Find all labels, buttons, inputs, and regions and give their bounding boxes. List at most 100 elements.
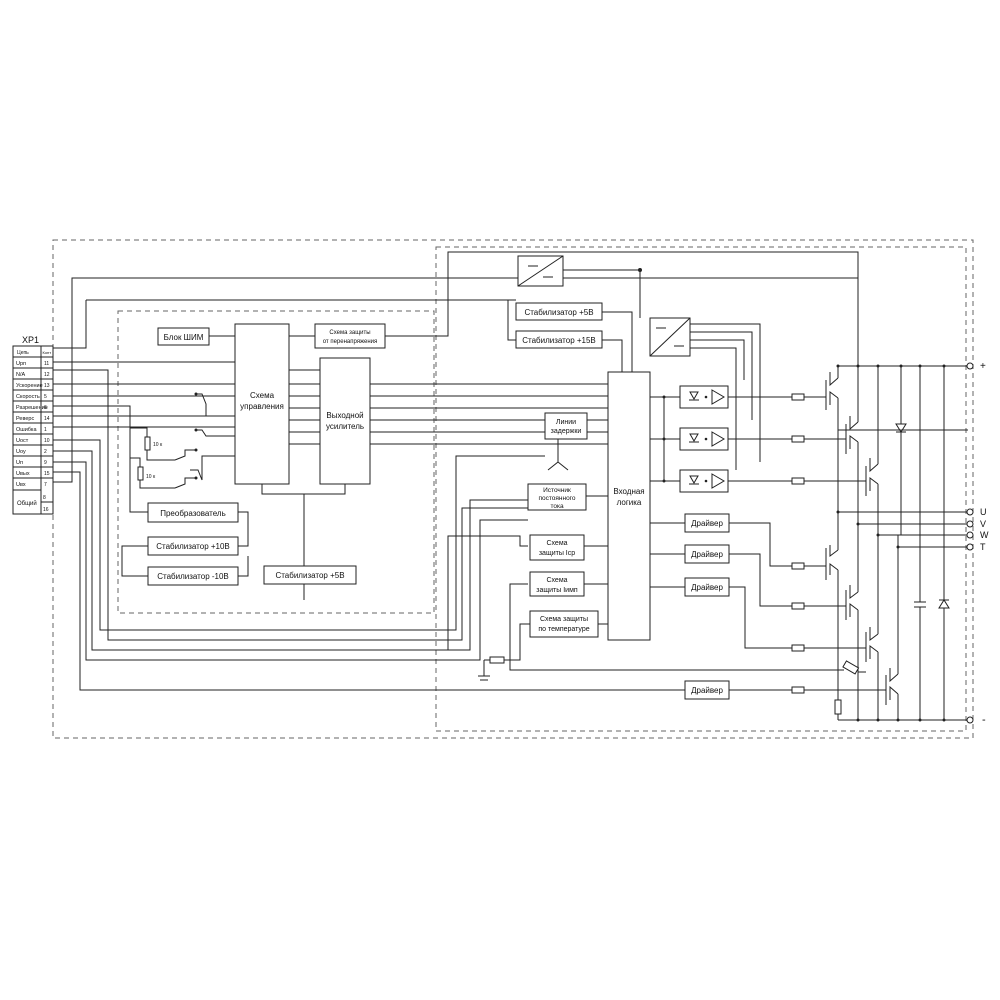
terminal-u	[966, 508, 974, 516]
stabilizer-5v-left-block	[263, 565, 357, 585]
delay-label-2: задержки	[551, 428, 582, 435]
connector-pin-signal: Uоу	[16, 449, 26, 455]
terminal-minus	[966, 716, 974, 724]
prot-imp-label-1: Схема	[546, 577, 567, 584]
output-terminals: + U V W T -	[966, 361, 989, 726]
stabilizer-5v-left-label: Стабилизатор +5В	[275, 571, 344, 580]
prot-avg-label-2: защиты Iср	[539, 550, 575, 557]
power-board-enclosure	[435, 246, 967, 732]
connector-pin-number: 7	[44, 482, 47, 488]
current-source-label-1: Источник	[543, 487, 571, 494]
control-circuit-block	[234, 323, 290, 485]
amplifier-label-1: Выходной	[326, 411, 363, 420]
stabilizer-plus10-label: Стабилизатор +10В	[156, 542, 230, 551]
outer-enclosure	[52, 239, 974, 739]
stabilizer-5v-right-label: Стабилизатор +5В	[524, 308, 593, 317]
delay-label-1: Линии	[556, 419, 576, 426]
amp-to-power-board-wires	[370, 383, 608, 445]
prot-temp-label-2: по температуре	[538, 626, 589, 633]
connector-common-label: Общий	[17, 500, 37, 507]
connector-common-pin-2: 16	[43, 507, 49, 513]
connector-pin-signal: Разрешение	[16, 405, 48, 411]
driver-label-3: Драйвер	[691, 583, 723, 592]
connector-pin-signal: Ошибка	[16, 427, 37, 433]
terminal-v	[966, 520, 974, 528]
stabilizer-minus10-label: Стабилизатор -10В	[157, 572, 229, 581]
terminal-plus-label: +	[980, 361, 986, 372]
input-logic-label-2: логика	[617, 498, 642, 507]
current-source-block	[527, 483, 587, 511]
terminal-t	[966, 543, 974, 551]
connector-pin-number: 11	[44, 361, 49, 367]
resistor-10k-1	[144, 436, 151, 451]
connector-pin-number: 6	[44, 405, 47, 411]
freewheel-diode	[895, 366, 907, 535]
control-label-2: управления	[240, 402, 284, 411]
input-logic-label-1: Входная	[613, 487, 644, 496]
power-board: Стабилизатор +5В Стабилизатор +15В Входн…	[447, 255, 968, 722]
igbt-bridge	[825, 366, 950, 720]
connector-pin-number: 14	[44, 416, 50, 422]
connector-pin-number: 15	[44, 471, 50, 477]
connector-pin-number: 1	[44, 427, 47, 433]
pwm-block-label: Блок ШИМ	[164, 333, 204, 342]
amplifier-label-2: усилитель	[326, 422, 364, 431]
optocoupler-3	[679, 469, 729, 493]
terminal-w-label: W	[980, 530, 989, 540]
converter-label: Преобразователь	[160, 509, 226, 518]
terminal-plus	[966, 362, 974, 370]
current-source-label-3: тока	[550, 503, 564, 510]
terminal-minus-label: -	[982, 714, 986, 726]
connector-pin-number: 10	[44, 438, 50, 444]
shunt-resistor	[834, 699, 842, 715]
connector-pin-signal: N/A	[16, 372, 26, 378]
connector-pin-signal: Ускорение	[16, 383, 43, 389]
dc-link-capacitor	[914, 366, 926, 720]
prot-avg-label-1: Схема	[546, 540, 567, 547]
terminal-t-label: T	[980, 542, 986, 552]
connector-header-pin: Конт	[43, 350, 52, 355]
thermistor-sensor	[838, 660, 866, 675]
connector-pin-signal: Uрп	[16, 361, 26, 367]
input-logic-block	[607, 371, 651, 641]
prot-imp-label-2: защиты Iимп	[536, 587, 578, 594]
overvoltage-label-1: Схема защиты	[329, 330, 370, 336]
connector-pin-signal: Реверс	[16, 416, 34, 422]
output-amplifier-block	[319, 357, 371, 485]
connector-pin-signal: Uп	[16, 460, 23, 466]
connector-pin-signal: Uост	[16, 438, 29, 444]
connector-wires	[53, 277, 858, 691]
terminal-v-label: V	[980, 519, 986, 529]
delay-lines-block	[544, 412, 588, 440]
optocoupler-1	[679, 385, 729, 409]
connector-pin-number: 5	[44, 394, 47, 400]
driver-label-2: Драйвер	[691, 550, 723, 559]
connector-name: XP1	[22, 335, 39, 345]
connector-pin-number: 12	[44, 372, 50, 378]
connector-pin-number: 2	[44, 449, 47, 455]
resistor-label-2: 10 к	[146, 474, 156, 480]
thermistor-resistor	[489, 656, 505, 664]
terminal-w	[966, 531, 974, 539]
igbt-phase-w	[865, 366, 879, 720]
overvoltage-protection-block	[314, 323, 386, 349]
prot-temp-label-1: Схема защиты	[540, 616, 588, 623]
stabilizer-15v-label: Стабилизатор +15В	[522, 336, 596, 345]
igbt-phase-u	[825, 366, 839, 720]
input-resistor-network: 10 к 10 к	[130, 392, 235, 489]
current-source-label-2: постоянного	[538, 495, 575, 502]
driver-label-1: Драйвер	[691, 519, 723, 528]
igbt-phase-v	[845, 366, 859, 720]
connector-pin-signal: Uвх	[16, 482, 26, 488]
igbt-brake	[885, 535, 899, 720]
control-board-enclosure	[117, 310, 435, 614]
connector-pin-number: 9	[44, 460, 47, 466]
driver-label-4: Драйвер	[691, 686, 723, 695]
connector-common-pin-1: 8	[43, 495, 46, 501]
resistor-label-1: 10 к	[153, 442, 163, 448]
opto-couplers	[650, 385, 792, 493]
connector-header-signal: Цепь	[17, 350, 29, 356]
control-board: Блок ШИМ Схема защиты от перенапряжения …	[121, 251, 859, 600]
